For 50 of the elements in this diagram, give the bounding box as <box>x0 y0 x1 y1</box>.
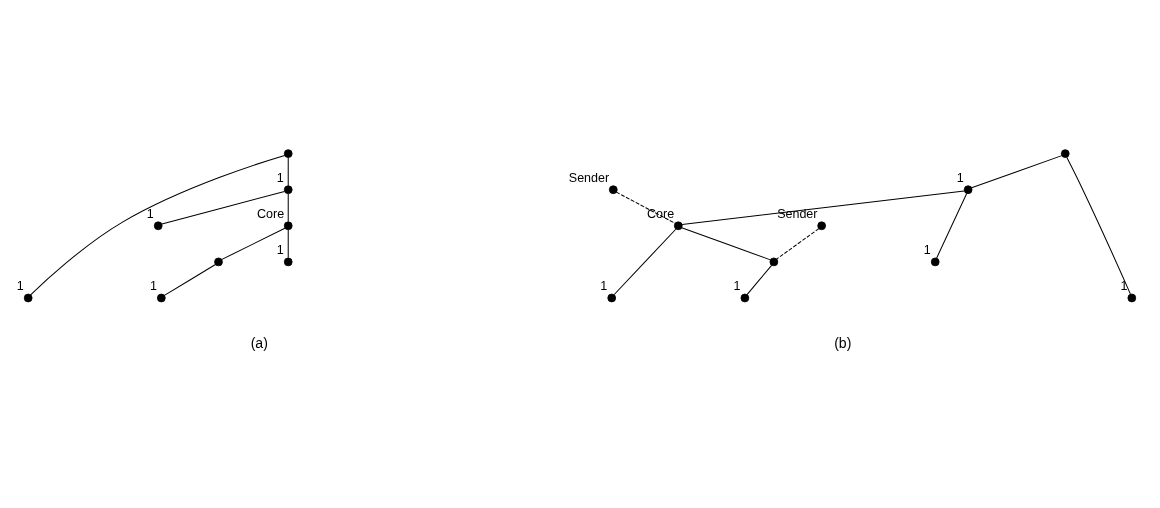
node-circle <box>1127 293 1137 303</box>
node-label: 1 <box>600 278 608 293</box>
node-circle <box>23 293 33 303</box>
node-circle <box>153 221 163 231</box>
connector <box>287 157 289 187</box>
connector <box>161 191 285 225</box>
connector <box>30 154 286 296</box>
node-circle <box>1060 149 1070 158</box>
node-label: 1 <box>149 278 157 293</box>
node-label: 1 <box>733 278 741 293</box>
node-circle <box>214 257 223 267</box>
node-label: 1 <box>923 242 931 257</box>
node-label: Sender <box>777 206 818 221</box>
label: (a) <box>250 334 268 351</box>
node-circle <box>817 221 826 231</box>
node-label: 1 <box>956 170 964 185</box>
connector <box>287 229 289 259</box>
node-label: Core <box>257 206 285 221</box>
node-label: Sender <box>568 170 610 185</box>
connector <box>936 193 968 259</box>
node-circle <box>740 293 750 303</box>
connector <box>287 193 289 223</box>
node-circle <box>608 185 618 195</box>
connector <box>221 227 286 260</box>
node-circle <box>930 257 940 267</box>
connector <box>1066 156 1131 295</box>
connector <box>163 264 216 296</box>
node-circle <box>157 293 166 303</box>
connector <box>681 190 965 226</box>
node-label: 1 <box>1120 278 1128 293</box>
connector <box>746 264 773 296</box>
node-label: Core <box>647 206 675 221</box>
label: (b) <box>834 334 852 351</box>
connector <box>776 228 820 260</box>
node-label: 1 <box>276 170 284 185</box>
node-label: 1 <box>146 206 154 221</box>
node-circle <box>283 185 293 195</box>
node-circle <box>673 221 683 231</box>
connector <box>615 191 676 224</box>
node-circle <box>283 149 293 158</box>
node-circle <box>963 185 973 195</box>
node-label: 1 <box>276 242 284 257</box>
node-circle <box>607 293 617 303</box>
node-circle <box>283 221 293 231</box>
connector <box>971 155 1063 189</box>
node-circle <box>769 257 779 267</box>
node-circle <box>283 257 293 267</box>
connector <box>681 227 771 261</box>
node-label: 1 <box>16 278 24 293</box>
connector <box>613 228 677 296</box>
